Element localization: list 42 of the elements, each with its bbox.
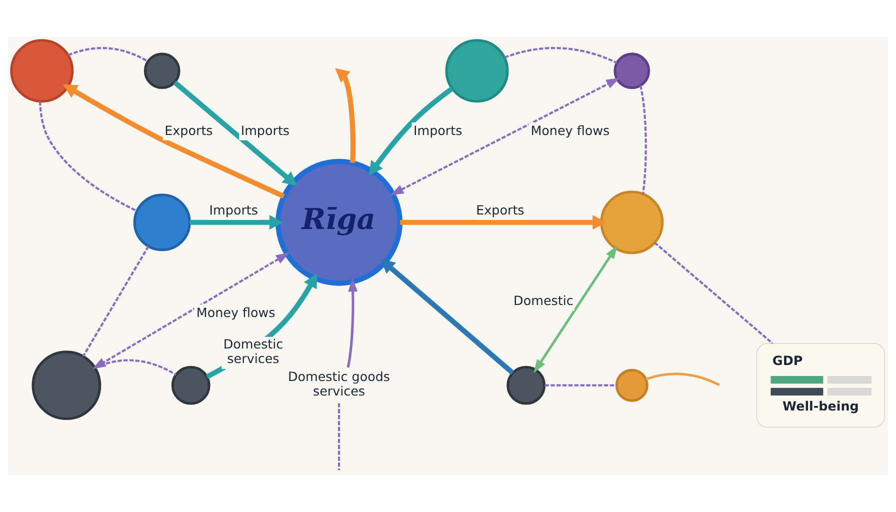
edge-label: Exports [164,122,213,138]
connector [68,46,148,62]
edge-label: Imports [240,122,290,138]
arrow [368,86,454,176]
edge-label: Domestic [514,293,574,308]
connector [654,242,774,344]
node-circle [445,39,509,103]
connector [639,85,647,194]
edge-label: Domestic services [223,336,284,366]
arrow [206,273,318,379]
node-circle [10,39,74,103]
node-text: Domestic goods services [288,369,390,398]
arrow [400,215,607,230]
connector [38,101,138,212]
node-circle [615,368,648,402]
arrow [173,80,297,186]
edge-label: Money flows [530,122,610,138]
node-circle [600,190,664,254]
node-circle [144,52,180,90]
connector [646,372,720,386]
node-circle [32,350,102,420]
arrow [335,68,356,163]
arrow [390,78,620,196]
connector [338,403,340,470]
node-circle [614,52,650,90]
edge-label: Money flows [196,304,276,320]
connector [504,47,618,64]
connector [94,359,176,376]
arrow [380,259,514,375]
edge-label: Imports [414,122,462,138]
node-circle [133,194,191,252]
node-circle [171,366,210,405]
connector [544,384,617,386]
edge-label: Imports [209,202,258,218]
node-box: GDP Well-being [756,343,885,428]
edge-label: Exports [476,202,524,218]
arrow [63,84,285,199]
arrow [534,245,618,374]
node-circle [506,366,546,405]
arrow [346,278,358,368]
arrow [190,215,284,230]
connector [82,246,150,357]
